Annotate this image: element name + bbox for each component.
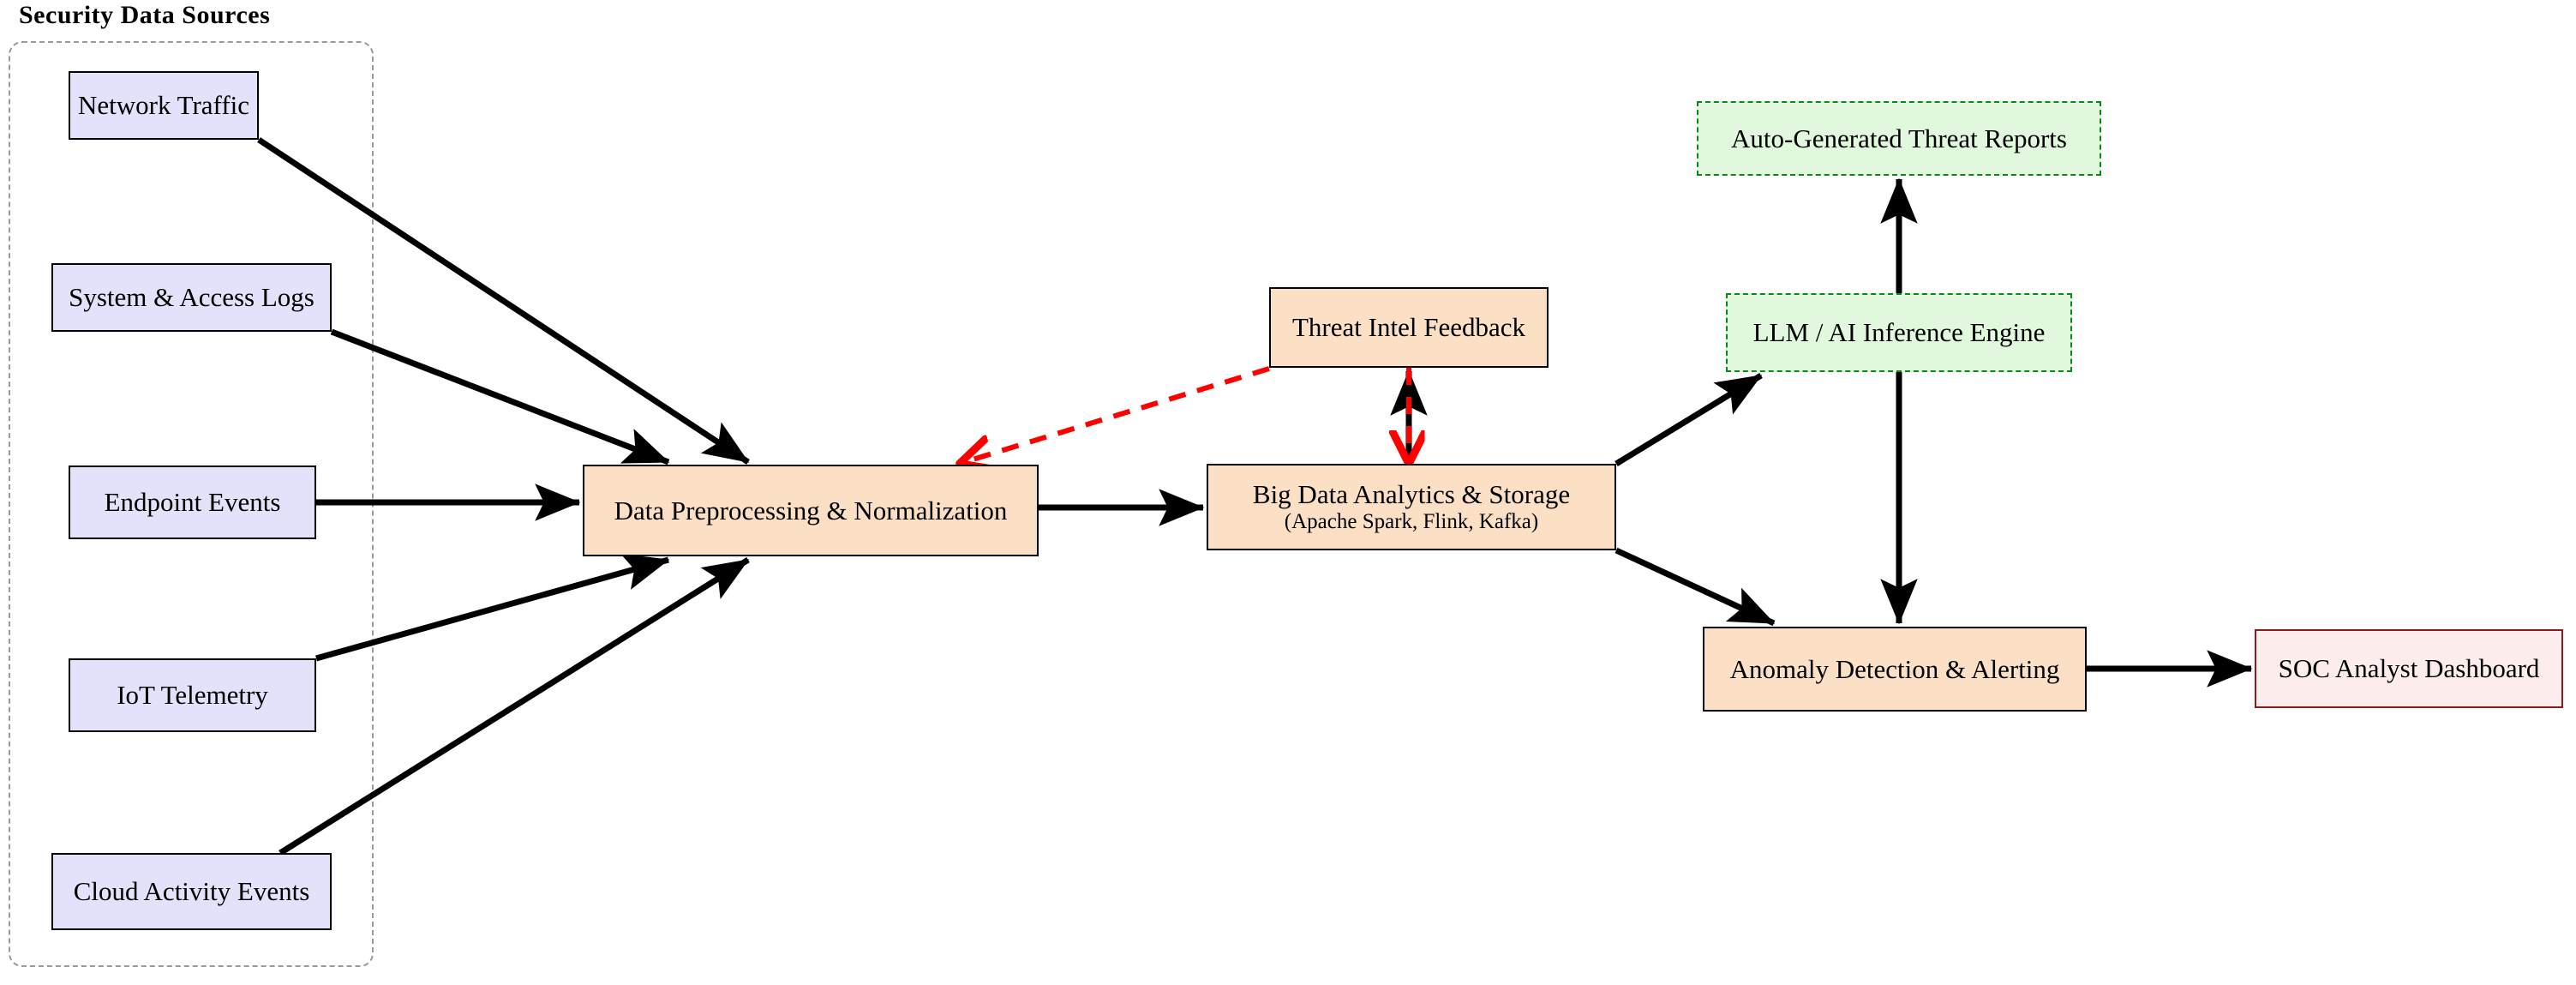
node-anomaly-detection[interactable]: Anomaly Detection & Alerting	[1703, 627, 2087, 712]
node-iot-telemetry[interactable]: IoT Telemetry	[69, 658, 316, 732]
node-big-data-analytics[interactable]: Big Data Analytics & Storage (Apache Spa…	[1207, 464, 1616, 550]
node-endpoint-events[interactable]: Endpoint Events	[69, 465, 316, 539]
node-soc-analyst-dashboard[interactable]: SOC Analyst Dashboard	[2255, 629, 2563, 708]
node-label: IoT Telemetry	[117, 680, 268, 711]
node-label: SOC Analyst Dashboard	[2278, 653, 2540, 684]
node-label: Data Preprocessing & Normalization	[614, 495, 1008, 526]
node-llm-ai-inference-engine[interactable]: LLM / AI Inference Engine	[1726, 293, 2072, 372]
node-label-primary: Big Data Analytics & Storage	[1252, 479, 1571, 510]
node-label: Threat Intel Feedback	[1292, 312, 1525, 343]
node-network-traffic[interactable]: Network Traffic	[69, 71, 259, 140]
node-threat-intel-feedback[interactable]: Threat Intel Feedback	[1269, 287, 1549, 368]
group-title: Security Data Sources	[19, 1, 271, 29]
node-label: Anomaly Detection & Alerting	[1729, 653, 2060, 684]
node-label-secondary: (Apache Spark, Flink, Kafka)	[1284, 509, 1539, 533]
node-label: Network Traffic	[77, 90, 250, 121]
node-label: Auto-Generated Threat Reports	[1731, 123, 2067, 153]
node-system-access-logs[interactable]: System & Access Logs	[51, 263, 332, 332]
node-data-preprocessing[interactable]: Data Preprocessing & Normalization	[583, 465, 1039, 556]
edge-bigdata-to-llm	[1614, 373, 1763, 466]
edge-syslogs-to-preprocessing	[330, 328, 670, 465]
node-label: System & Access Logs	[69, 282, 315, 313]
edge-iot-to-preprocessing	[315, 554, 670, 662]
edge-network-to-preprocessing	[257, 137, 750, 465]
edge-threatintel-to-preprocessing	[962, 366, 1270, 463]
node-auto-generated-threat-reports[interactable]: Auto-Generated Threat Reports	[1697, 101, 2101, 176]
edge-bigdata-to-anomaly	[1614, 547, 1776, 627]
node-label: Endpoint Events	[104, 487, 281, 518]
node-cloud-activity-events[interactable]: Cloud Activity Events	[51, 853, 332, 930]
node-label: LLM / AI Inference Engine	[1752, 317, 2046, 348]
node-label: Cloud Activity Events	[73, 876, 310, 907]
edge-cloud-to-preprocessing	[279, 557, 750, 856]
